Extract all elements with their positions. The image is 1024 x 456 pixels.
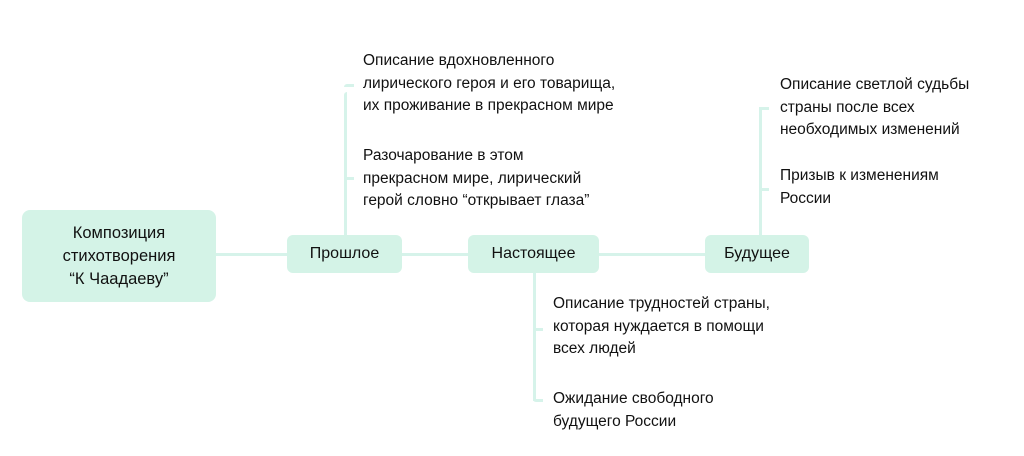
connector-future-item-1 bbox=[759, 107, 769, 110]
connector-future-vertical bbox=[759, 110, 762, 235]
present-item-1: Описание трудностей страны, которая нужд… bbox=[553, 295, 770, 357]
node-future: Будущее bbox=[705, 235, 809, 273]
connector-present-item-2 bbox=[533, 399, 543, 402]
node-present: Настоящее bbox=[468, 235, 599, 273]
future-item-2: Призыв к изменениям России bbox=[780, 167, 939, 207]
past-item-1: Описание вдохновленного лирического геро… bbox=[363, 52, 616, 114]
connector-past-present bbox=[402, 253, 468, 256]
past-item-2: Разочарование в этом прекрасном мире, ли… bbox=[363, 147, 590, 209]
node-past: Прошлое bbox=[287, 235, 402, 273]
root-node: Композиция стихотворения “К Чаадаеву” bbox=[22, 210, 216, 302]
connector-past-item-1 bbox=[344, 84, 354, 87]
connector-present-future bbox=[599, 253, 705, 256]
connector-past-vertical bbox=[344, 92, 347, 235]
present-item-2: Ожидание свободного будущего России bbox=[553, 390, 714, 430]
connector-root-past bbox=[216, 253, 287, 256]
connector-present-vertical bbox=[533, 273, 536, 401]
future-item-1: Описание светлой судьбы страны после все… bbox=[780, 76, 970, 138]
connector-future-item-2 bbox=[759, 188, 769, 191]
connector-present-item-1 bbox=[533, 328, 543, 331]
connector-past-item-2 bbox=[344, 177, 354, 180]
